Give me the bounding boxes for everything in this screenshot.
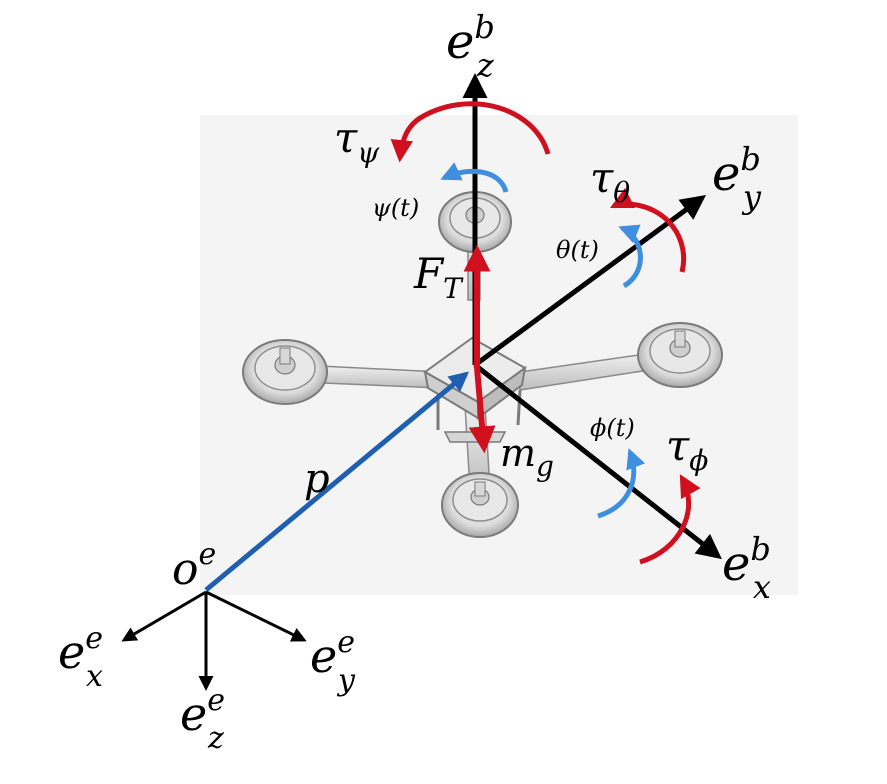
label-thrust: FT xyxy=(413,249,464,305)
torque-theta-arc xyxy=(609,187,686,273)
rotor-front xyxy=(441,472,519,538)
angle-theta-arc xyxy=(618,224,643,289)
label-position: p xyxy=(304,456,330,502)
label-tau-phi: τϕ xyxy=(666,421,708,477)
label-tau-theta: τθ xyxy=(590,153,630,209)
label-psi-t: ψ(t) xyxy=(372,194,419,222)
label-theta-t: θ(t) xyxy=(556,236,599,264)
axis-y-body xyxy=(473,195,707,368)
torque-phi-arc xyxy=(639,474,701,565)
angle-psi-arc xyxy=(440,162,509,193)
label-tau-psi: τψ xyxy=(334,113,380,169)
gravity-force-arrow xyxy=(468,367,496,454)
axis-y-earth xyxy=(205,590,307,642)
label-origin-earth: oe xyxy=(172,537,216,595)
axis-x-body xyxy=(473,363,722,560)
label-gravity: mg xyxy=(500,431,554,483)
label-phi-t: ϕ(t) xyxy=(590,414,635,442)
rotor-right xyxy=(637,322,723,388)
torque-psi-arc xyxy=(390,101,551,163)
rotor-left xyxy=(242,339,328,405)
position-vector xyxy=(204,371,470,592)
angle-phi-arc xyxy=(597,448,646,519)
axis-x-earth xyxy=(121,590,207,642)
